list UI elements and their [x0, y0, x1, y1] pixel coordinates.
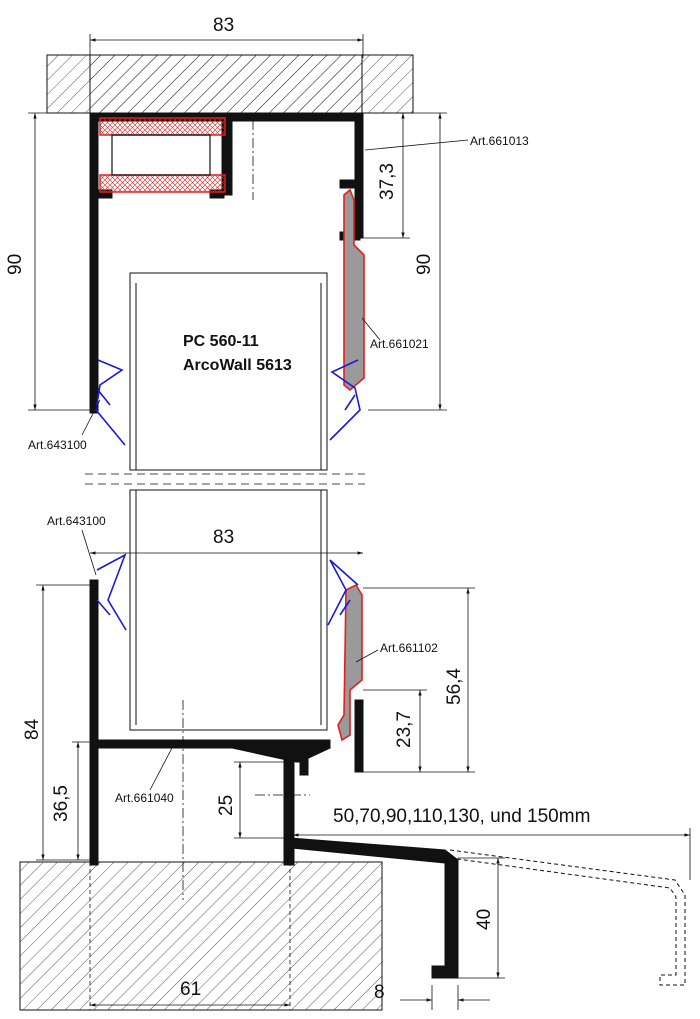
top-right-flap [343, 188, 365, 392]
top-masonry [46, 54, 414, 114]
callout-661102: Art.661102 [355, 641, 438, 663]
article-661102-label: Art.661102 [380, 641, 438, 655]
article-661013-label: Art.661013 [470, 134, 529, 148]
callout-661040: Art.661040 [115, 747, 174, 805]
dim-top-right-height: 90 [363, 112, 447, 411]
glass-pane [85, 272, 365, 731]
dim-bottom-right-height-label: 56,4 [444, 668, 465, 705]
gasket-top-left [95, 359, 126, 446]
dim-top-flap-label: 37,3 [377, 163, 398, 200]
dim-sill-height: 36,5 [51, 741, 95, 860]
dim-top-width-label: 83 [213, 15, 234, 36]
gasket-bottom-right [327, 559, 359, 626]
dim-bottom-width-label: 83 [213, 527, 234, 548]
dim-extension-label: 50,70,90,110,130, und 150mm [333, 806, 590, 827]
bottom-masonry [19, 861, 383, 1011]
dim-bottom-left-height: 84 [22, 584, 90, 861]
dim-top-right-height-label: 90 [414, 254, 435, 275]
dim-drip-height-label: 40 [474, 909, 495, 930]
dim-base-width-label: 61 [180, 979, 201, 1000]
product-title-line1: PC 560-11 [183, 333, 259, 350]
dim-top-flap-height: 37,3 [363, 113, 410, 239]
dim-top-left-height: 90 [5, 112, 92, 411]
dim-top-left-height-label: 90 [5, 254, 26, 275]
dim-bottom-flap-height: 23,7 [363, 689, 427, 772]
gasket-top-right [329, 359, 361, 441]
top-thermal-break [99, 117, 226, 193]
article-661021-label: Art.661021 [370, 337, 429, 351]
dim-step-height: 25 [216, 761, 292, 839]
dim-drip-thickness: 8 [374, 982, 490, 1010]
dim-bottom-left-height-label: 84 [22, 718, 43, 740]
callout-643100-bottom: Art.643100 [47, 514, 106, 576]
dim-drip-height: 40 [458, 857, 505, 979]
article-643100-bottom-label: Art.643100 [47, 514, 106, 528]
dim-bottom-flap-label: 23,7 [394, 711, 415, 748]
dim-sill-height-label: 36,5 [51, 785, 72, 822]
callout-643100-top: Art.643100 [28, 399, 101, 452]
dim-step-height-label: 25 [216, 795, 237, 816]
dim-base-width: 61 [90, 979, 290, 1007]
article-661040-label: Art.661040 [115, 791, 174, 805]
dim-drip-thickness-label: 8 [374, 982, 385, 1003]
article-643100-top-label: Art.643100 [28, 438, 87, 452]
sill-drip [289, 837, 686, 986]
dim-extension: 50,70,90,110,130, und 150mm [293, 806, 691, 880]
product-title-line2: ArcoWall 5613 [183, 357, 292, 374]
dim-bottom-width: 83 [90, 527, 363, 555]
callout-661013: Art.661013 [364, 134, 529, 151]
bottom-right-flap [337, 583, 363, 742]
callout-661021: Art.661021 [361, 317, 429, 351]
bottom-frame-profile [89, 579, 364, 866]
dim-top-width: 83 [89, 15, 364, 58]
dim-bottom-right-height: 56,4 [363, 587, 475, 773]
gasket-bottom-left [96, 553, 127, 631]
